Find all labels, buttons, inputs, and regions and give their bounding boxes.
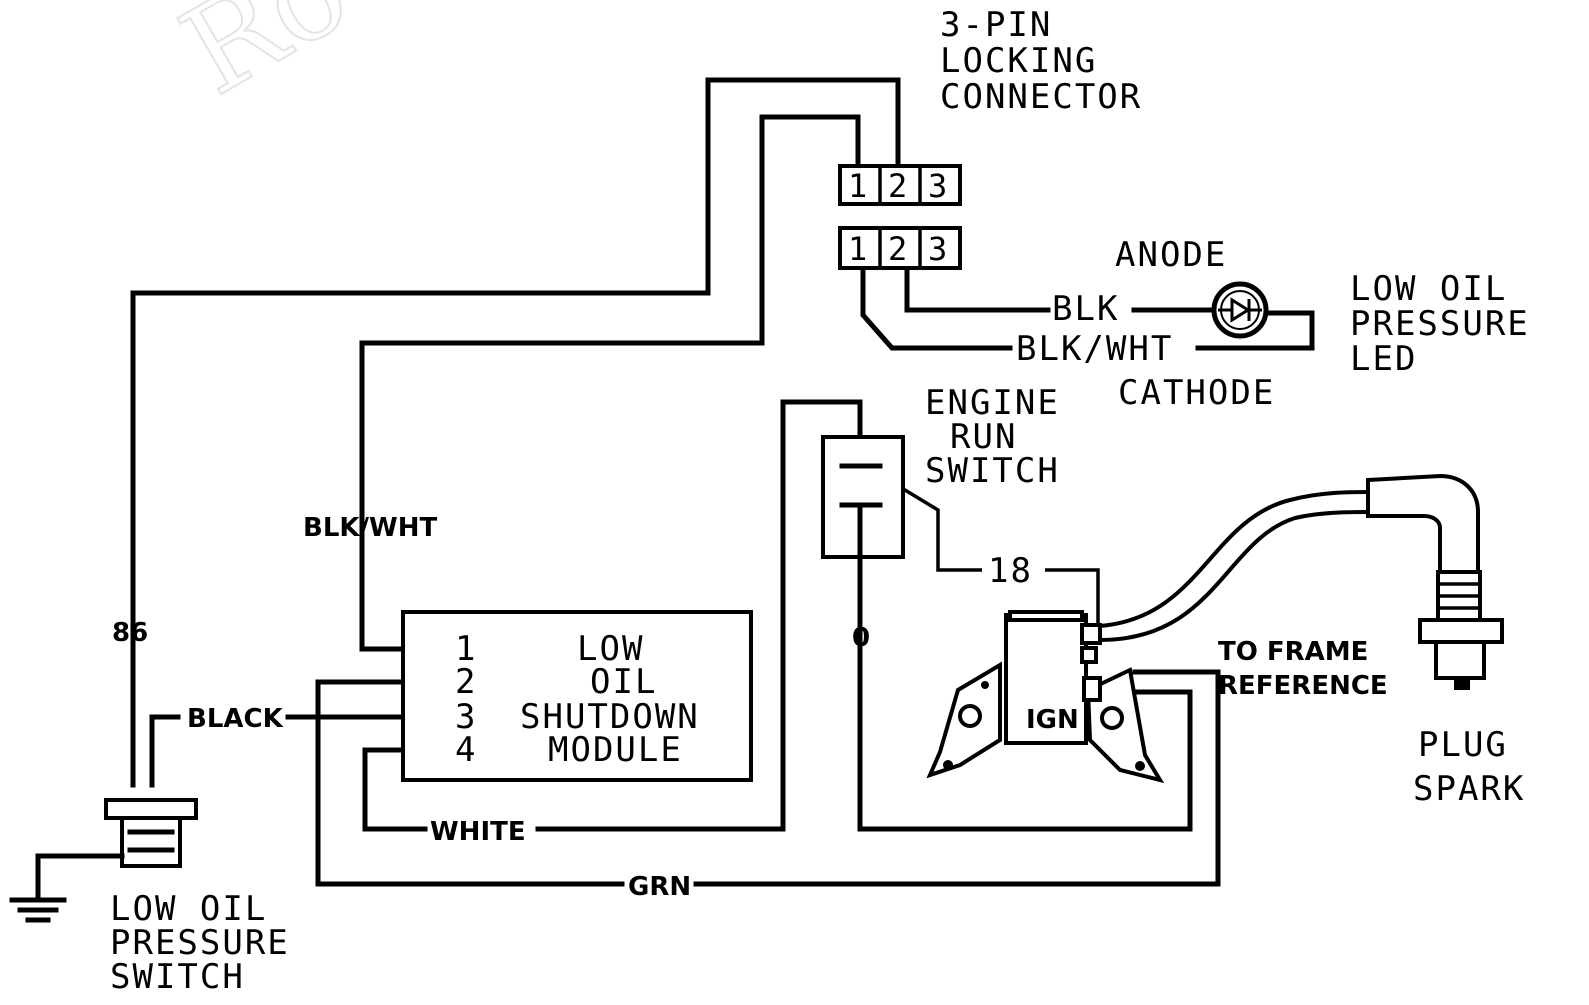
module-pin-label-3: 3 (455, 697, 477, 737)
module-title-line-3: SHUTDOWN (520, 697, 700, 737)
module-title-line-1: LOW (577, 629, 644, 669)
wire-label-blk: BLK (1052, 289, 1119, 329)
connector-top: 1 2 3 (838, 164, 962, 206)
engine-switch-label-line-2: RUN (950, 417, 1017, 457)
engine-switch-label-line-3: SWITCH (925, 451, 1060, 491)
wire-blk-wht-led (860, 269, 1013, 351)
connector-bottom-pin-1: 1 (848, 230, 867, 268)
wire-cathode-return (1195, 310, 1315, 351)
ignition-label: IGN (1026, 705, 1079, 735)
wire-label-white: WHITE (430, 817, 526, 847)
pressure-switch-label-line-3: SWITCH (110, 957, 245, 997)
connector-bottom-pin-3: 3 (928, 230, 947, 268)
spark-plug-icon (1366, 473, 1504, 690)
spark-plug-label-line-1: PLUG (1418, 725, 1508, 765)
connector-top-pin-2: 2 (888, 167, 907, 205)
connector-label-line-1: 3-PIN (940, 5, 1052, 45)
wire-label-blk-wht-led: BLK/WHT (1016, 329, 1173, 369)
wire-label-black: BLACK (187, 704, 284, 734)
module-pin-label-4: 4 (455, 730, 477, 770)
led-cathode-label: CATHODE (1118, 373, 1275, 413)
pressure-switch-label-line-1: LOW OIL (110, 889, 267, 929)
module-title-line-2: OIL (590, 662, 657, 702)
engine-switch-label-line-1: ENGINE (925, 383, 1060, 423)
led-diode-icon (1211, 281, 1269, 339)
wire-label-0: 0 (852, 623, 870, 653)
frame-reference-line-2: REFERENCE (1218, 671, 1388, 701)
wire-18-right (1045, 568, 1100, 625)
connector-label-line-3: CONNECTOR (940, 77, 1142, 117)
led-label-line-2: PRESSURE (1350, 304, 1530, 344)
module-pin-label-1: 1 (455, 629, 477, 669)
connector-top-pin-1: 1 (848, 167, 867, 205)
module-pin-label-2: 2 (455, 662, 477, 702)
spark-plug-label-line-2: SPARK (1413, 769, 1525, 809)
connector-top-pin-3: 3 (928, 167, 947, 205)
ignition-module-icon (926, 610, 1165, 784)
connector-bottom: 1 2 3 (838, 226, 962, 270)
spark-plug-lead (1099, 490, 1371, 642)
led-anode-label: ANODE (1115, 235, 1227, 275)
pressure-switch-icon (35, 798, 198, 900)
wire-white-up (535, 399, 863, 832)
wire-blk (904, 269, 1051, 313)
frame-reference-line-1: TO FRAME (1218, 637, 1368, 667)
wire-86 (130, 77, 901, 788)
wire-blk-wht-module (359, 114, 861, 652)
wire-0 (857, 505, 1193, 832)
shutdown-module-box (401, 610, 753, 782)
wire-label-blk-wht-module: BLK/WHT (303, 513, 437, 543)
wire-label-18: 18 (988, 551, 1033, 591)
wire-grn-right (693, 669, 1221, 887)
wire-label-grn: GRN (628, 872, 691, 902)
wire-black-left (149, 714, 181, 788)
wire-label-86: 86 (112, 618, 148, 648)
connector-label-line-2: LOCKING (940, 41, 1097, 81)
watermark: Ro (160, 0, 370, 122)
pressure-switch-label-line-2: PRESSURE (110, 923, 290, 963)
connector-bottom-pin-2: 2 (888, 230, 907, 268)
ground-icon (9, 897, 67, 923)
module-title-line-4: MODULE (548, 730, 683, 770)
engine-run-switch-icon (821, 435, 905, 560)
led-label-line-3: LED (1350, 339, 1417, 379)
led-label-line-1: LOW OIL (1350, 269, 1507, 309)
wire-grn (315, 679, 625, 887)
wire-white (362, 747, 438, 832)
